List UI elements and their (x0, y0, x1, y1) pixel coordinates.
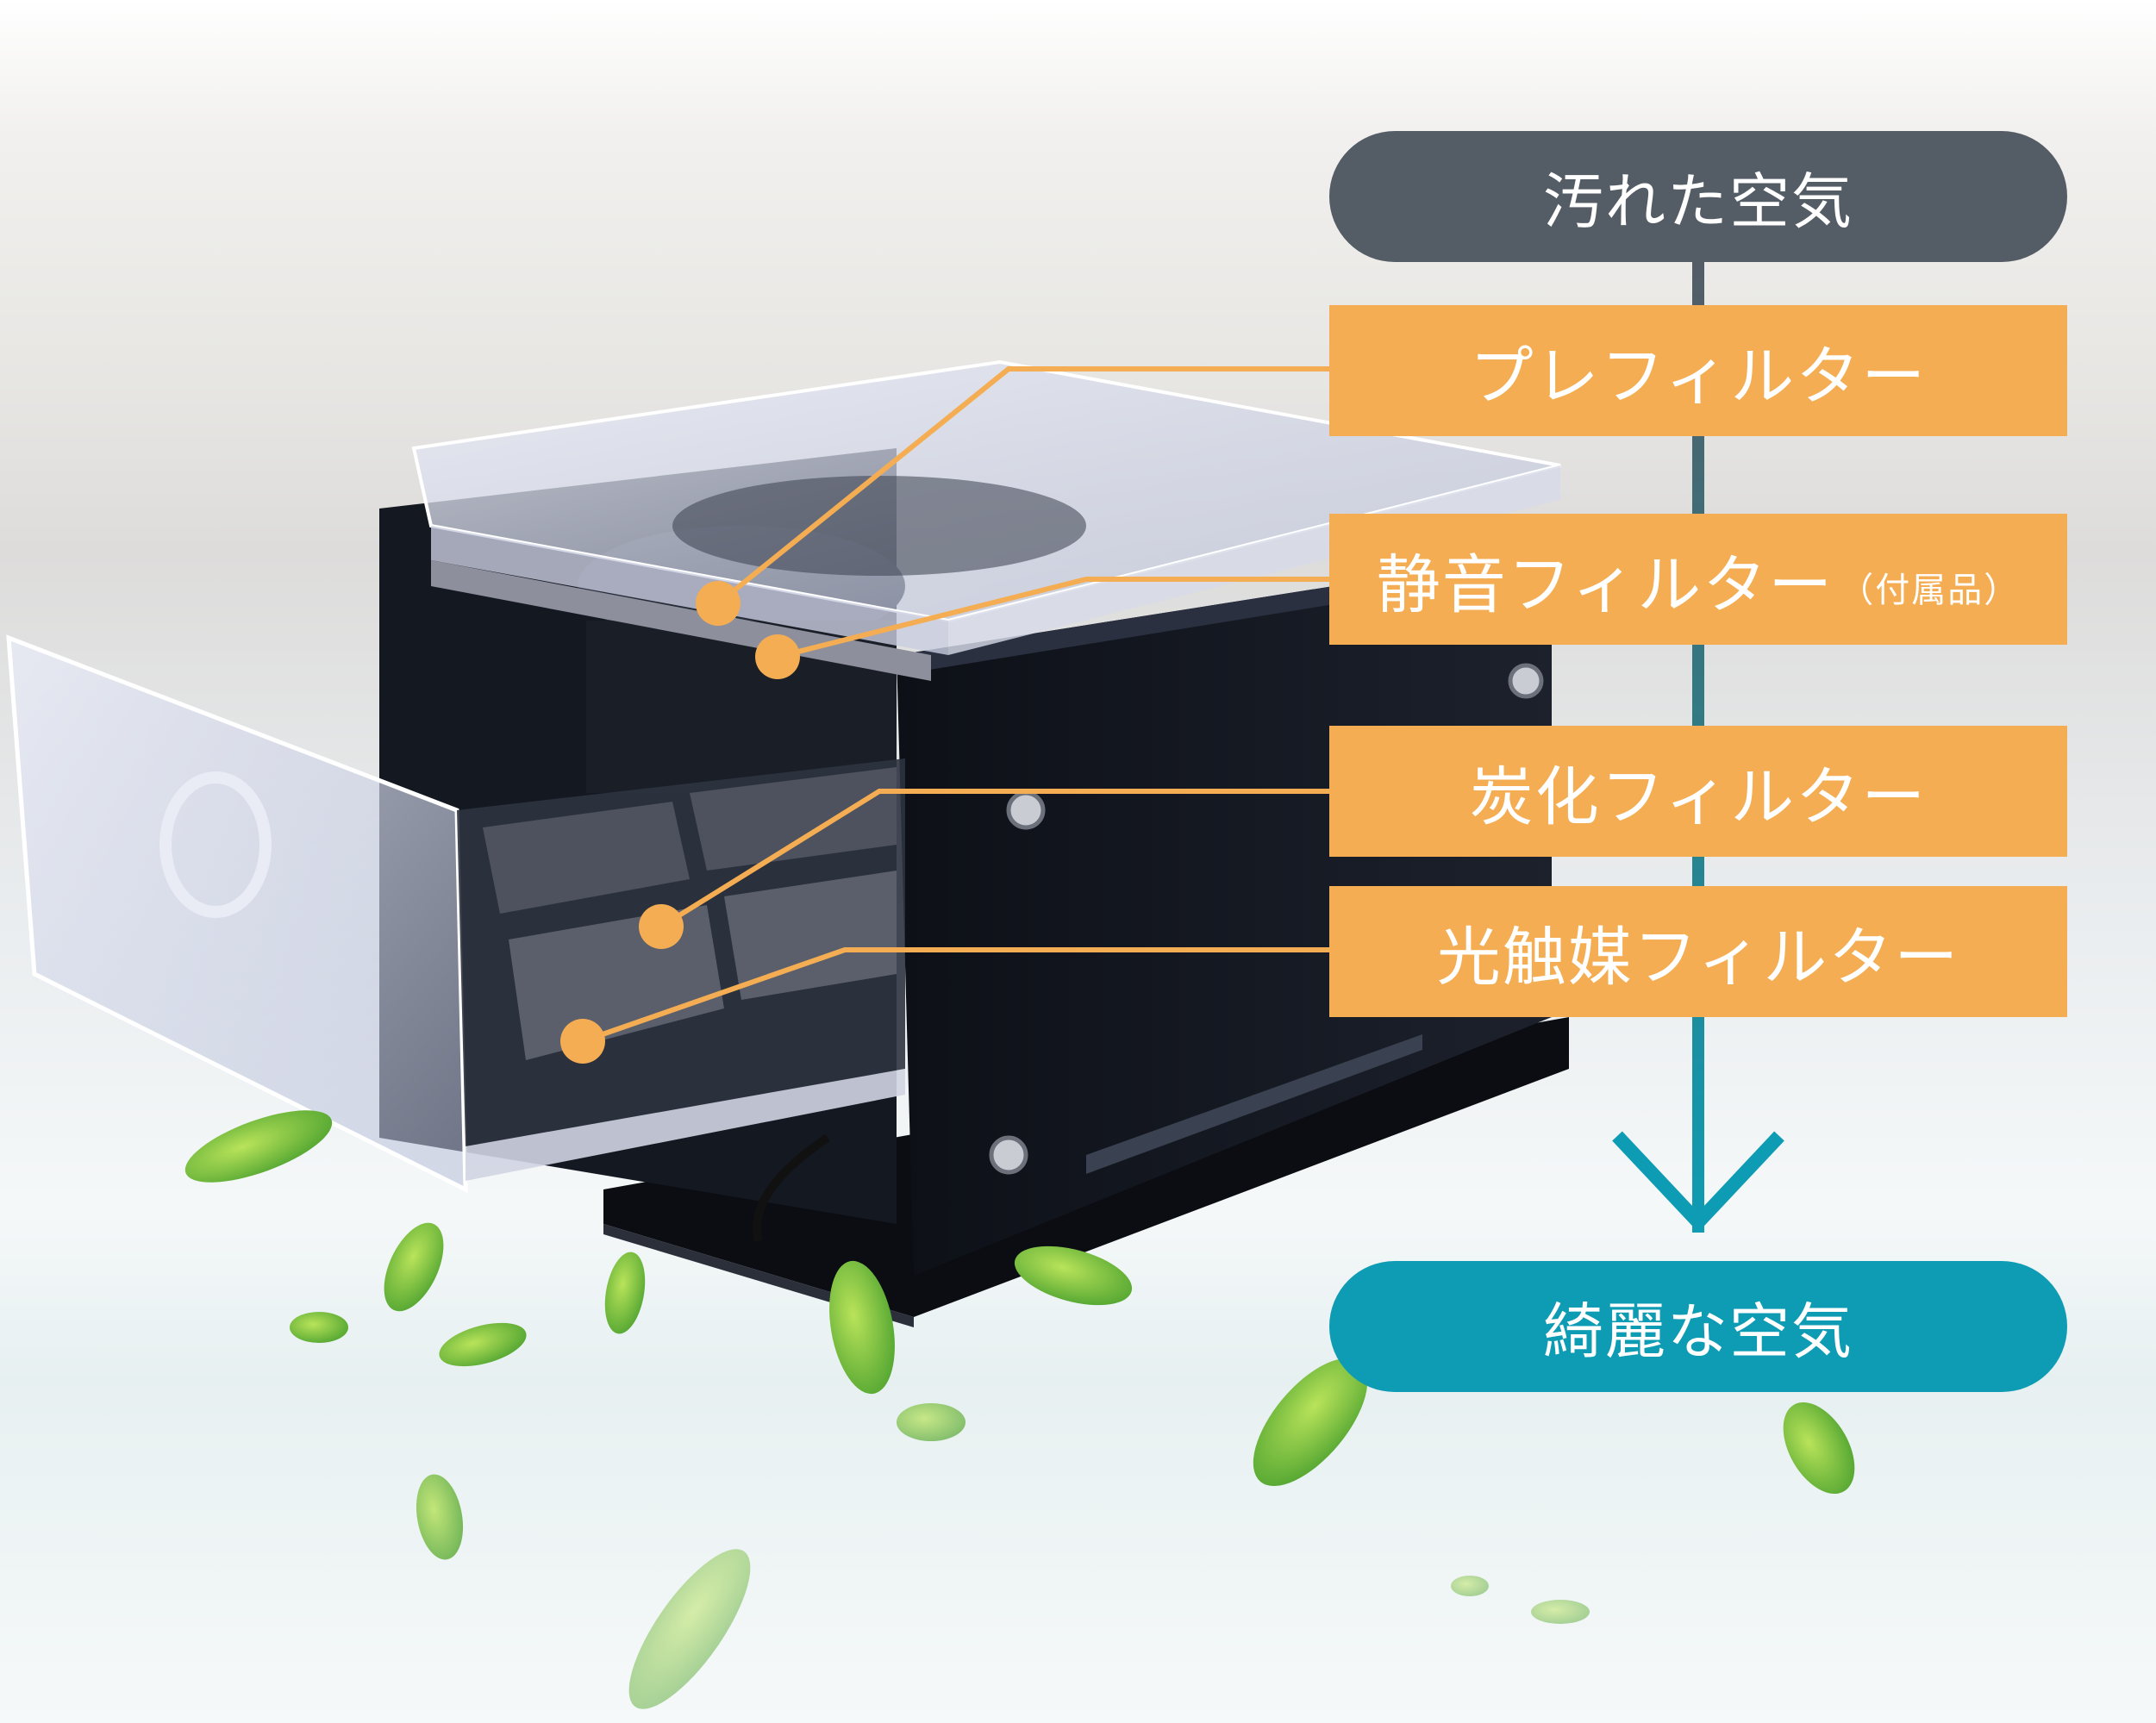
screw-icon (989, 1135, 1028, 1175)
filter-quiet-note: （付属品） (1839, 571, 2021, 610)
acrylic-top-cover (411, 359, 1561, 681)
callout-dot-carbon (639, 904, 684, 949)
leaf-icon (1014, 1245, 1133, 1306)
filter-label-carbon: 炭化フィルター (1329, 726, 2067, 857)
leaf-icon (290, 1312, 348, 1343)
leaf-icon (1253, 1358, 1368, 1487)
filter-label-photocatalyst: 光触媒フィルター (1329, 886, 2067, 1017)
filter-carbon-text: 炭化フィルター (1469, 759, 1928, 834)
leaf-icon (604, 1252, 646, 1334)
flow-end-label: 綺麗な空気 (1329, 1261, 2067, 1392)
flow-arrow-head (1612, 1131, 1784, 1233)
drawer-handle-hole (159, 771, 272, 918)
filter-label-pre: プレフィルター (1329, 305, 2067, 436)
leaf-icon (829, 1260, 895, 1395)
filter-quiet-text: 静音フィルター (1376, 547, 1834, 622)
filter-pre-text: プレフィルター (1469, 339, 1928, 414)
flow-start-text: 汚れた空気 (1543, 165, 1853, 237)
leaf-icon (184, 1110, 333, 1183)
leaf-icon (1451, 1576, 1489, 1596)
leaf-icon (384, 1222, 444, 1312)
screw-icon (1508, 663, 1544, 699)
flow-start-label: 汚れた空気 (1329, 131, 2067, 262)
leaf-icon (439, 1322, 527, 1367)
callout-lines (582, 366, 1329, 1044)
callout-dot-quiet (755, 634, 800, 679)
leaf-icon (628, 1549, 751, 1709)
leaf-icon (1531, 1600, 1590, 1624)
callout-dot-pre (696, 581, 741, 626)
leaf-icon (897, 1403, 966, 1441)
screw-icon (1006, 790, 1046, 830)
leaf-icon (416, 1474, 464, 1560)
callout-dot-photo (560, 1019, 605, 1064)
filter-photo-text: 光触媒フィルター (1436, 920, 1960, 995)
leaf-decorations (184, 1110, 1855, 1709)
flow-end-text: 綺麗な空気 (1543, 1295, 1853, 1367)
leaf-icon (1783, 1401, 1855, 1495)
filter-label-quiet: 静音フィルター （付属品） (1329, 514, 2067, 645)
